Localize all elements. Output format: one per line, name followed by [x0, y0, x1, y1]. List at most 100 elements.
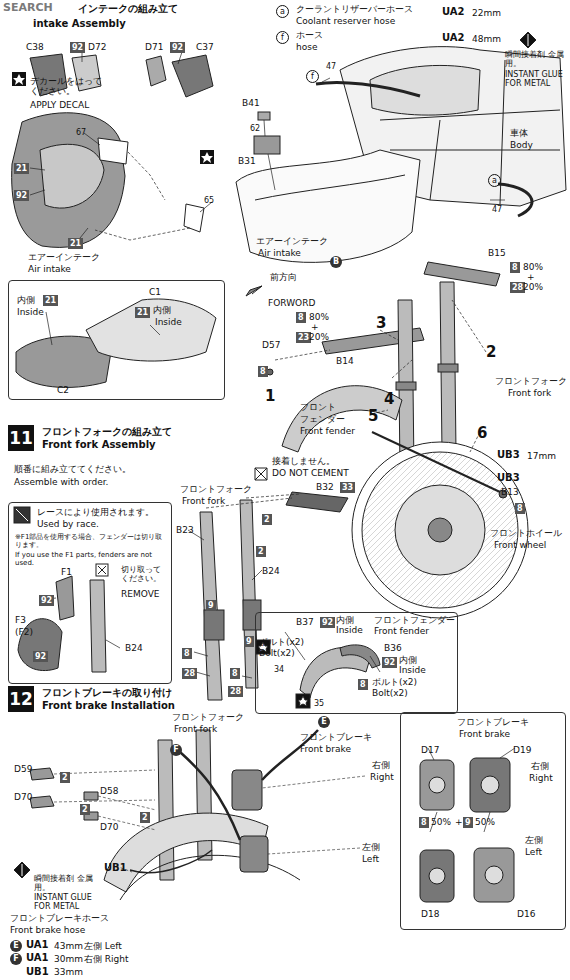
part-label: 17mm	[527, 451, 556, 461]
fork-assembly-stroke	[286, 492, 348, 512]
leader-lines-stroke	[30, 168, 45, 170]
part-label: Assemble with order.	[14, 477, 108, 487]
part-label: ホース	[296, 30, 323, 40]
brake-inset-parts-stroke	[420, 850, 454, 902]
part-label: D18	[421, 909, 439, 919]
intake-parts-stroke	[184, 204, 204, 232]
part-label: 80%	[523, 262, 543, 272]
part-label: フロントホイール	[490, 528, 562, 538]
paint-code: 28	[182, 668, 197, 679]
part-label: DO NOT CEMENT	[272, 468, 349, 478]
paint-code: 92	[382, 657, 397, 668]
part-label: 順番に組み立ててください。	[14, 464, 131, 474]
part-label: C38	[26, 42, 44, 52]
part-label: Right	[370, 772, 394, 782]
race-parts-stroke	[16, 509, 28, 521]
circle-letter: a	[276, 5, 289, 18]
hose-letter: F	[10, 953, 22, 965]
order-number: 6	[477, 426, 487, 441]
front-end-exploded-stroke	[424, 262, 500, 286]
race-note: ※F1部品を使用する場合、フェンダーは切り取ります。	[15, 533, 169, 549]
part-label: B41	[242, 98, 260, 108]
front-end-exploded-stroke	[438, 364, 458, 372]
callout-number: 65	[204, 196, 214, 205]
front-end-exploded-stroke	[428, 518, 452, 542]
part-label: Front wheel	[494, 540, 546, 550]
paint-code: 8	[510, 262, 520, 273]
part-label: Front brake	[459, 729, 510, 739]
brake-install-stroke	[130, 850, 212, 873]
part-label: 内側	[153, 305, 171, 315]
order-number: 4	[384, 392, 394, 407]
part-label: D70	[100, 822, 118, 832]
brake-install	[14, 32, 536, 900]
part-label: 左側	[525, 835, 543, 845]
part-label: APPLY DECAL	[30, 100, 89, 110]
part-label: 20%	[523, 282, 543, 292]
brake-install-stroke	[30, 768, 98, 820]
part-label: +	[311, 322, 319, 332]
step-number: 12	[8, 686, 34, 712]
motorcycle-body-stroke	[370, 65, 480, 115]
part-label: C1	[149, 287, 161, 297]
leader-lines-stroke	[95, 228, 190, 240]
paint-code: 28	[228, 686, 243, 697]
section-heading: フロントフォークの組み立て	[42, 426, 172, 438]
part-label: 接着しません。	[272, 456, 335, 466]
part-label: フロントブレーキ	[457, 717, 529, 727]
paint-code: 8	[230, 668, 240, 679]
race-parts-stroke	[96, 564, 108, 576]
part-label: 80%	[309, 312, 329, 322]
part-label: フロントフォーク	[495, 376, 567, 386]
leader-lines-stroke	[30, 190, 45, 195]
part-label: 30mm	[54, 954, 83, 964]
glue-note: INSTANT GLUE FOR METAL	[505, 70, 567, 88]
paint-code: 2	[60, 772, 70, 783]
front-end-exploded-stroke	[396, 382, 416, 390]
section-heading: Front brake Installation	[42, 700, 175, 712]
motorcycle-body-stroke	[258, 112, 270, 120]
fork-assembly-stroke	[243, 600, 261, 630]
fork-assembly-stroke	[200, 512, 222, 700]
part-label: Coolant reserver hose	[296, 16, 395, 26]
decal-star-stroke	[13, 74, 213, 163]
part-label: 50%	[475, 817, 495, 827]
part-label: Bolt(x2)	[259, 648, 295, 658]
part-label: Front fork	[182, 496, 225, 506]
part-label: +	[527, 272, 535, 282]
fork-assembly-stroke	[255, 468, 267, 480]
front-end-exploded-stroke	[275, 300, 486, 452]
step-header: 11フロントフォークの組み立てFront fork Assembly	[8, 425, 238, 455]
part-label: フェンダー	[300, 414, 345, 424]
part-label: F1	[61, 567, 72, 577]
part-label: Right	[529, 773, 553, 783]
part-label: エアーインテーク	[28, 252, 100, 262]
glue-note: INSTANT GLUE FOR METAL	[34, 893, 96, 911]
part-label: D19	[513, 745, 531, 755]
brake-install-stroke	[528, 34, 529, 46]
intake-parts-stroke	[98, 138, 128, 164]
part-code: UB3	[497, 449, 520, 461]
order-number: 5	[368, 409, 378, 424]
front-end-exploded-stroke	[282, 386, 402, 452]
brake-inset-parts-stroke	[485, 866, 503, 884]
part-label: 車体	[510, 128, 528, 138]
part-label: hose	[296, 42, 317, 52]
part-label: 50%	[431, 817, 451, 827]
part-label: Left	[362, 854, 379, 864]
glue-note: 瞬間接着剤 金属用。	[34, 874, 96, 892]
hose-letter: F	[170, 744, 182, 756]
race-parts	[14, 507, 120, 672]
order-number: 2	[486, 345, 496, 360]
part-label: +	[455, 817, 463, 827]
part-label: エアーインテーク	[256, 236, 328, 246]
part-label: 右側 Right	[84, 954, 129, 964]
part-code: UA1	[26, 952, 49, 964]
inset-box: B3792内側InsideフロントフェンダーFront fenderボルト(x2…	[255, 612, 458, 714]
part-label: ボルト(x2)	[259, 637, 304, 647]
paint-code: 92	[320, 617, 335, 628]
part-label: D59	[14, 764, 32, 774]
brake-inset-parts-stroke	[428, 748, 515, 832]
